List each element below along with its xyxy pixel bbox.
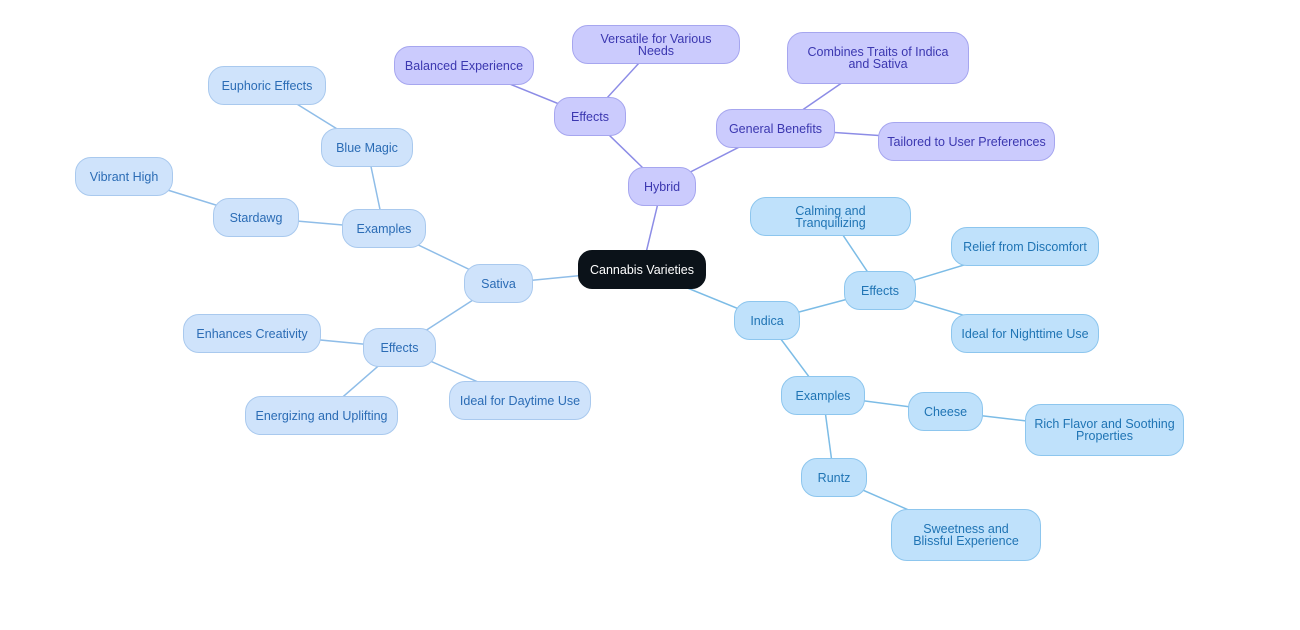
node-rich-flavor: Rich Flavor and Soothing Properties: [1025, 404, 1184, 456]
node-sweetness: Sweetness and Blissful Experience: [891, 509, 1041, 561]
node-versatile-for-various-needs: Versatile for Various Needs: [572, 25, 740, 64]
node-hybrid: Hybrid: [628, 167, 696, 206]
node-sativa-examples: Examples: [342, 209, 426, 248]
node-general-benefits: General Benefits: [716, 109, 835, 148]
node-combines-traits: Combines Traits of Indica and Sativa: [787, 32, 969, 84]
node-indica-examples: Examples: [781, 376, 865, 415]
node-calming-and-tranquilizing: Calming and Tranquilizing: [750, 197, 911, 236]
node-cheese: Cheese: [908, 392, 983, 431]
node-ideal-for-daytime-use: Ideal for Daytime Use: [449, 381, 591, 420]
node-hybrid-effects: Effects: [554, 97, 626, 136]
node-runtz: Runtz: [801, 458, 867, 497]
node-indica: Indica: [734, 301, 800, 340]
node-root: Cannabis Varieties: [578, 250, 706, 289]
node-sativa-effects: Effects: [363, 328, 436, 367]
node-enhances-creativity: Enhances Creativity: [183, 314, 321, 353]
node-ideal-for-nighttime-use: Ideal for Nighttime Use: [951, 314, 1099, 353]
node-indica-effects: Effects: [844, 271, 916, 310]
node-balanced-experience: Balanced Experience: [394, 46, 534, 85]
node-vibrant-high: Vibrant High: [75, 157, 173, 196]
node-energizing-and-uplifting: Energizing and Uplifting: [245, 396, 398, 435]
node-tailored-to-user-preferences: Tailored to User Preferences: [878, 122, 1055, 161]
node-euphoric-effects: Euphoric Effects: [208, 66, 326, 105]
node-sativa: Sativa: [464, 264, 533, 303]
node-blue-magic: Blue Magic: [321, 128, 413, 167]
node-stardawg: Stardawg: [213, 198, 299, 237]
node-relief-from-discomfort: Relief from Discomfort: [951, 227, 1099, 266]
